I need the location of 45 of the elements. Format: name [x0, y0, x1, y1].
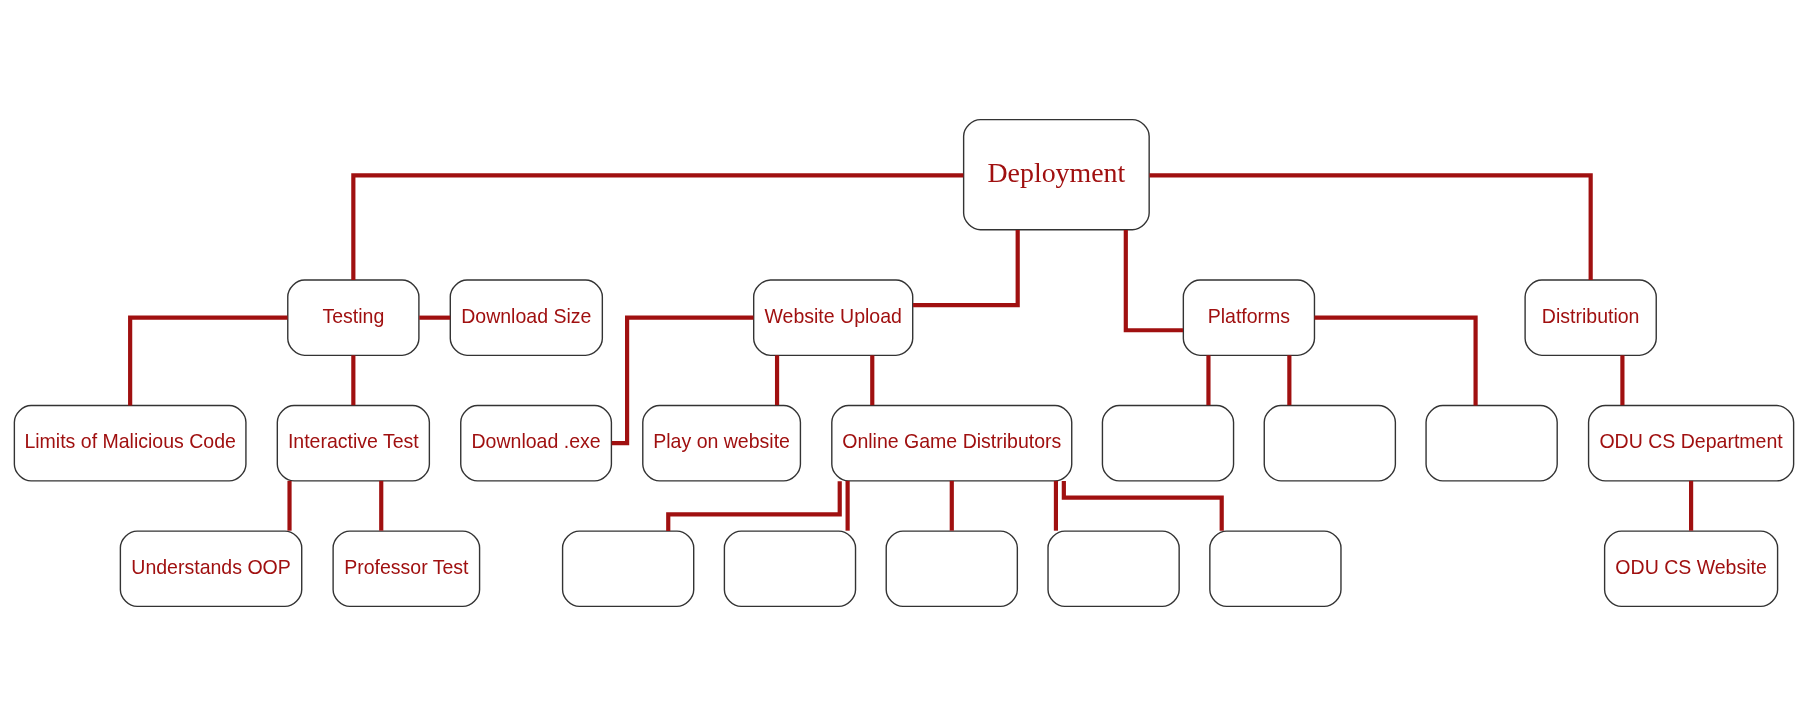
connector — [774, 354, 780, 405]
connector — [351, 354, 356, 405]
connector — [1620, 354, 1625, 405]
connector — [1149, 172, 1593, 280]
node-box — [561, 529, 695, 607]
node-box — [723, 529, 857, 607]
node-box: Professor Test — [332, 529, 481, 607]
node-box: ODU CS Department — [1587, 404, 1795, 482]
connector — [379, 480, 384, 531]
connector — [1061, 480, 1224, 531]
node-box: Download .exe — [460, 404, 613, 482]
node-box: Interactive Test — [276, 404, 431, 482]
node-box: Understands OOP — [119, 529, 303, 607]
connector — [1287, 354, 1292, 405]
node-box: Limits of Malicious Code — [13, 404, 247, 482]
node-box: Download Size — [449, 278, 604, 356]
node-box: ODU CS Website — [1603, 529, 1779, 607]
node-box: Play on website — [642, 404, 802, 482]
node-box — [1425, 404, 1558, 482]
node-box: Deployment — [962, 118, 1150, 230]
connector — [351, 172, 964, 280]
connector — [666, 480, 842, 531]
connector — [419, 315, 451, 320]
node-box: Online Game Distributors — [831, 404, 1073, 482]
connector — [870, 354, 875, 405]
node-box — [1047, 529, 1180, 607]
node-box — [1209, 529, 1342, 607]
connector — [1314, 315, 1478, 406]
node-box — [1101, 404, 1235, 482]
connector — [611, 315, 754, 445]
node-box: Testing — [287, 278, 420, 356]
connector — [913, 229, 1020, 307]
node-box: Website Upload — [753, 278, 914, 356]
node-box — [885, 529, 1019, 607]
connector — [845, 480, 850, 531]
connector — [949, 480, 954, 531]
node-box: Distribution — [1524, 278, 1657, 356]
connector — [1053, 480, 1059, 531]
connector — [1689, 480, 1694, 531]
connector — [287, 480, 292, 531]
node-box: Platforms — [1182, 278, 1316, 356]
connector — [1123, 229, 1183, 332]
node-box — [1263, 404, 1397, 482]
connector — [128, 315, 288, 406]
connector — [1206, 354, 1211, 405]
